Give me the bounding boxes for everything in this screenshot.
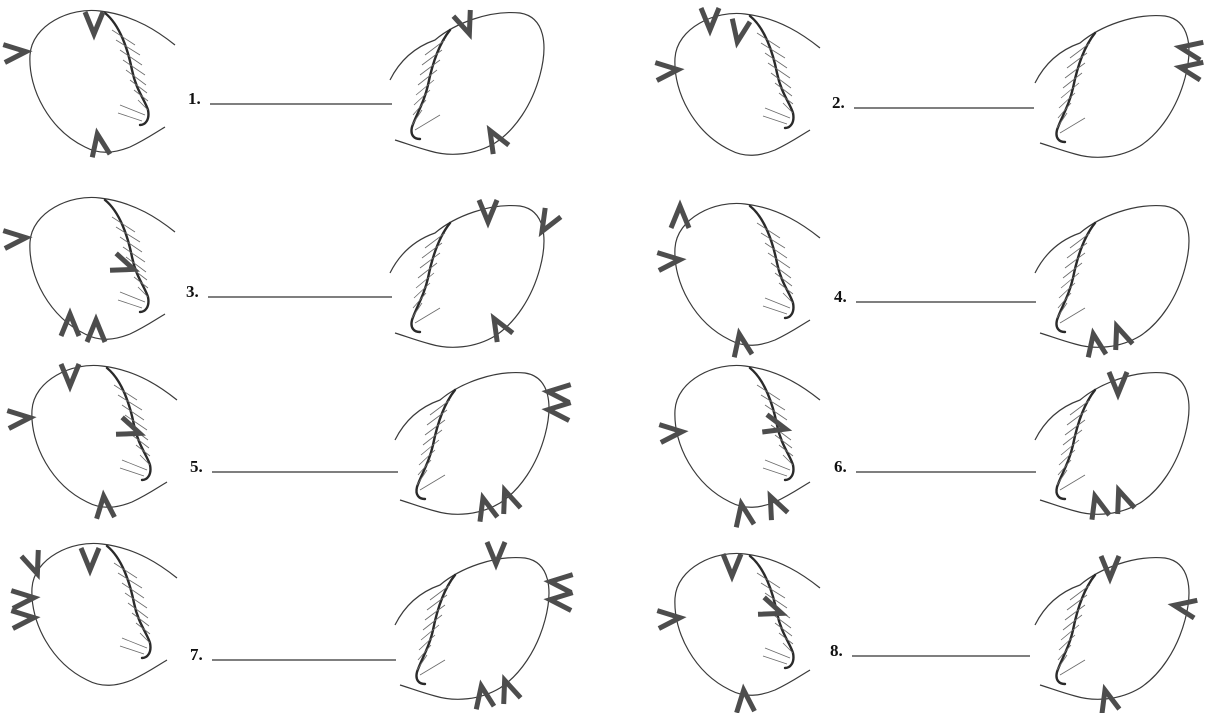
chevron-mark bbox=[482, 126, 509, 154]
chevron-mark bbox=[659, 423, 682, 443]
right-bone-figure bbox=[395, 558, 549, 700]
chevron-mark bbox=[7, 409, 30, 429]
item-number: 2. bbox=[832, 93, 845, 112]
item-2: 2. bbox=[655, 8, 1203, 157]
right-bone-figure bbox=[395, 373, 549, 515]
item-3: 3. bbox=[3, 197, 561, 347]
left-bone-figure bbox=[32, 365, 177, 507]
chevron-mark bbox=[732, 502, 754, 527]
chevron-mark bbox=[21, 550, 45, 577]
chevron-mark bbox=[496, 487, 520, 514]
left-bone-figure bbox=[675, 13, 820, 155]
chevron-mark bbox=[11, 589, 34, 609]
chevron-mark bbox=[758, 597, 785, 621]
chevron-mark bbox=[762, 493, 788, 521]
item-4: 4. bbox=[657, 203, 1189, 357]
item-1: 1. bbox=[3, 10, 544, 157]
left-bone-figure bbox=[675, 553, 820, 695]
left-bone-figure bbox=[30, 10, 175, 152]
right-bone-figure bbox=[1035, 16, 1189, 158]
chevron-mark bbox=[549, 591, 572, 611]
chevron-mark bbox=[11, 609, 34, 629]
chevron-mark bbox=[728, 19, 750, 44]
chevron-mark bbox=[1084, 332, 1106, 357]
left-bone-figure bbox=[32, 543, 177, 685]
chevron-mark bbox=[534, 208, 561, 236]
left-bone-figure bbox=[675, 203, 820, 345]
chevron-mark bbox=[81, 548, 99, 570]
chevron-mark bbox=[3, 43, 26, 63]
right-bone-figure bbox=[390, 206, 544, 348]
chevron-mark bbox=[61, 364, 79, 386]
item-5: 5. bbox=[7, 364, 570, 522]
left-bone-figure bbox=[30, 197, 175, 339]
chevron-mark bbox=[671, 206, 689, 228]
item-number: 1. bbox=[188, 89, 201, 108]
chevron-mark bbox=[3, 229, 26, 249]
chevron-mark bbox=[85, 12, 103, 34]
item-number: 5. bbox=[190, 457, 203, 476]
item-number: 6. bbox=[834, 457, 847, 476]
chevron-mark bbox=[87, 320, 105, 342]
chevron-mark bbox=[1172, 596, 1197, 618]
chevron-mark bbox=[547, 383, 570, 403]
item-number: 3. bbox=[186, 282, 199, 301]
chevron-mark bbox=[1178, 58, 1203, 80]
item-number: 8. bbox=[830, 641, 843, 660]
chevron-mark bbox=[1086, 494, 1109, 520]
chevron-mark bbox=[730, 332, 752, 357]
chevron-mark bbox=[1109, 372, 1127, 394]
chevron-mark bbox=[547, 401, 570, 421]
chevron-mark bbox=[1178, 38, 1203, 60]
item-number: 7. bbox=[190, 645, 203, 664]
item-6: 6. bbox=[659, 365, 1189, 527]
chevron-mark bbox=[453, 10, 477, 37]
chevron-mark bbox=[1110, 487, 1134, 514]
chevron-mark bbox=[657, 251, 680, 271]
chevron-mark bbox=[479, 200, 497, 222]
chevron-mark bbox=[1096, 688, 1119, 713]
item-8: 8. bbox=[657, 553, 1197, 713]
chevron-mark bbox=[474, 496, 497, 522]
right-bone-figure bbox=[1035, 373, 1189, 515]
chevron-mark bbox=[486, 314, 513, 342]
chevron-mark bbox=[549, 573, 572, 593]
left-bone-figure bbox=[675, 365, 820, 507]
chevron-mark bbox=[723, 554, 741, 576]
chevron-mark bbox=[88, 132, 110, 157]
chevron-mark bbox=[496, 677, 520, 704]
right-bone-figure bbox=[1035, 206, 1189, 348]
chevron-mark bbox=[701, 8, 719, 30]
item-number: 4. bbox=[834, 287, 847, 306]
item-7: 7. bbox=[11, 542, 572, 709]
chevron-mark bbox=[657, 609, 680, 629]
